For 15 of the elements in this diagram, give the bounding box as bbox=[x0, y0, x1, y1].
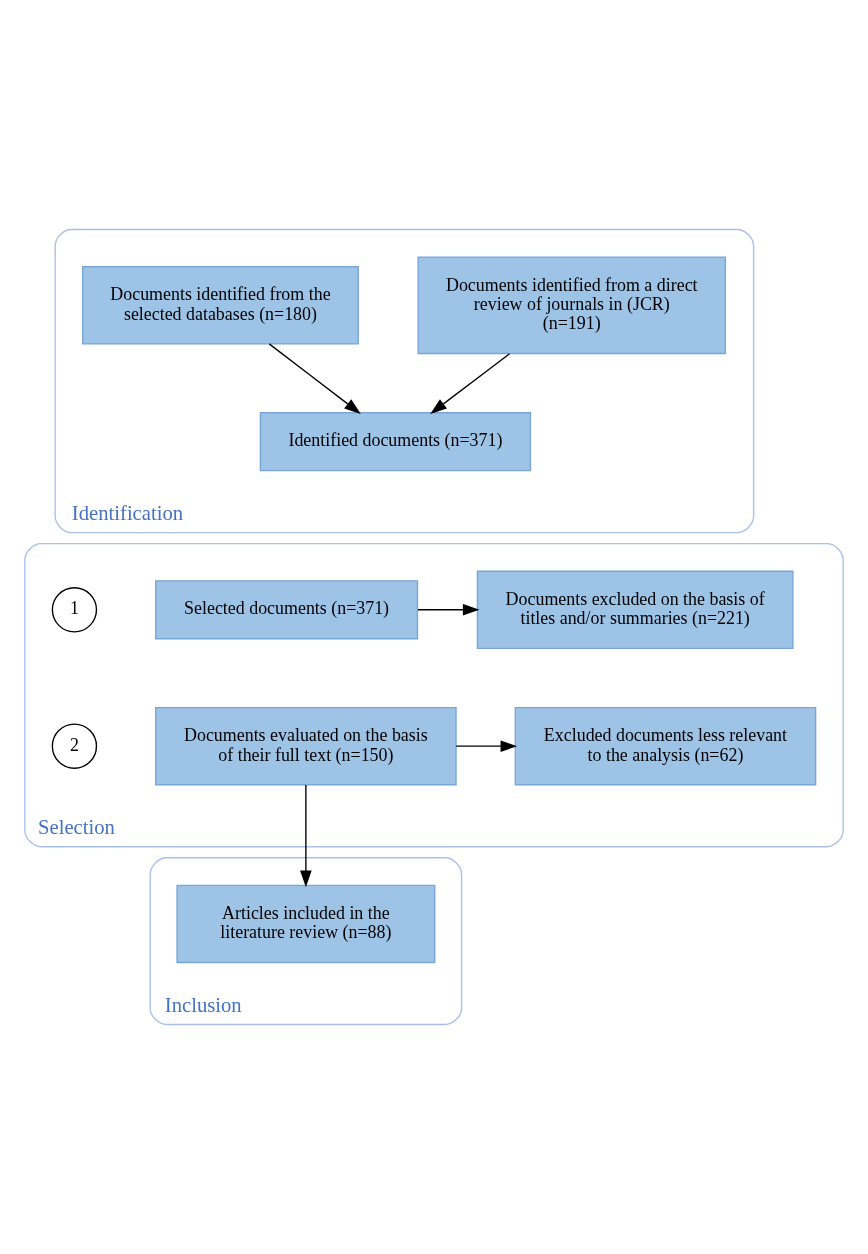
node-box: Excluded documents less relevant to the analysis (n=62) bbox=[514, 706, 817, 786]
arrow bbox=[430, 353, 511, 414]
arrow bbox=[455, 740, 518, 752]
node-box: Identified documents (n=371) bbox=[259, 412, 532, 472]
node-box: Articles included in the literature review (n=88) bbox=[176, 884, 436, 964]
arrow bbox=[417, 604, 480, 616]
node-circle: 2 bbox=[51, 723, 98, 769]
node-box: Selected documents (n=371) bbox=[155, 580, 419, 640]
arrow bbox=[268, 343, 361, 414]
node-box: Documents excluded on the basis of titles and/or summaries (n=221) bbox=[476, 570, 794, 650]
node-box: Documents evaluated on the basis of their full text (n=150) bbox=[155, 706, 457, 786]
arrow bbox=[300, 784, 312, 888]
node-box: Documents identified from a direct review of journals in (JCR) (n=191) bbox=[417, 256, 727, 355]
node-box: Documents identified from the selected databases (n=180) bbox=[82, 266, 359, 345]
node-circle: 1 bbox=[51, 587, 98, 633]
